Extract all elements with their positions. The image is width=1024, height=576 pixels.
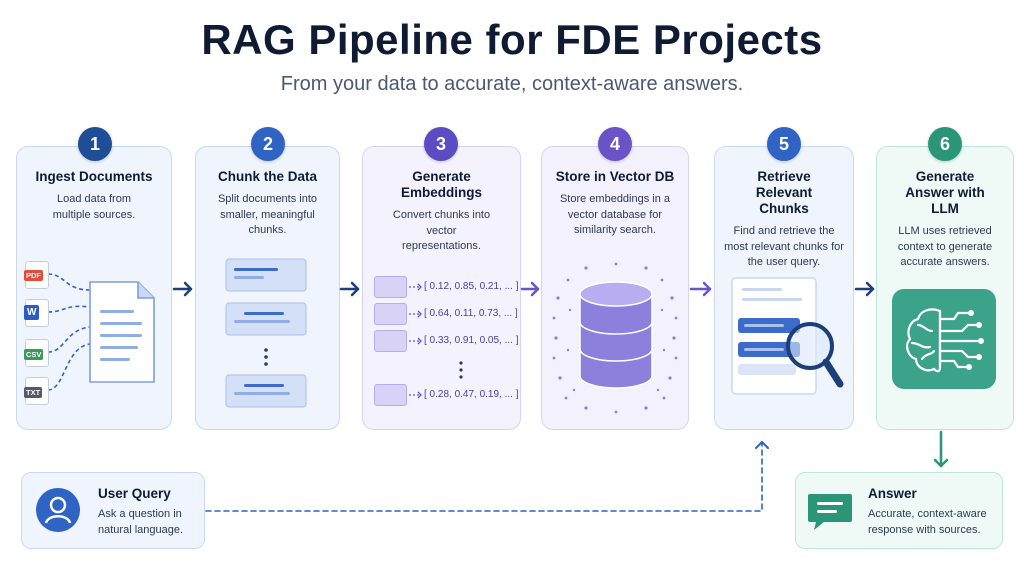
step-title: Chunk the Data	[217, 169, 317, 184]
word-file-icon: W	[24, 299, 49, 327]
pdf-file-icon: PDF	[24, 261, 49, 289]
step-description: Find and retrieve the most relevant chun…	[724, 225, 844, 268]
answer-card: Answer Accurate, context-aware response …	[795, 472, 1003, 549]
arrow-up-icon	[755, 441, 769, 449]
step-title: Retrieve Relevant Chunks	[755, 169, 813, 216]
step-description: Load data from multiple sources.	[52, 193, 136, 221]
arrow-right-icon	[520, 281, 540, 297]
embedding-block	[374, 330, 407, 352]
csv-file-icon: CSV	[24, 339, 49, 367]
step-description: Split documents into smaller, meaningful…	[217, 193, 318, 236]
embedding-vector: [ 0.12, 0.85, 0.21, ... ]	[424, 281, 519, 292]
embedding-vector: [ 0.33, 0.91, 0.05, ... ]	[424, 335, 519, 346]
answer-title: Answer	[868, 486, 917, 501]
step-description: Store embeddings in a vector database fo…	[559, 193, 671, 236]
page-subtitle: From your data to accurate, context-awar…	[280, 73, 744, 95]
step-number-badge: 6	[928, 127, 962, 161]
query-connector-line	[205, 441, 763, 512]
step-title: Store in Vector DB	[555, 169, 675, 184]
document-icon	[89, 281, 155, 383]
chunk-block	[225, 302, 307, 336]
user-query-title: User Query	[98, 486, 171, 501]
step-number-badge: 3	[424, 127, 458, 161]
arrow-right-icon	[172, 281, 193, 297]
magnifier-icon	[786, 322, 844, 388]
user-query-card[interactable]: User Query Ask a question in natural lan…	[21, 472, 205, 549]
arrow-right-icon	[339, 281, 360, 297]
vertical-ellipsis-icon	[459, 361, 463, 379]
embedding-block	[374, 303, 407, 325]
step-description: LLM uses retrieved context to generate a…	[897, 225, 993, 268]
step-number-badge: 2	[251, 127, 285, 161]
answer-description: Accurate, context-aware response with so…	[868, 508, 987, 536]
txt-file-icon: TXT	[24, 377, 49, 405]
ingest-illustration	[47, 273, 155, 391]
step-number-badge: 1	[78, 127, 112, 161]
step-number-badge: 5	[767, 127, 801, 161]
user-icon	[36, 488, 80, 532]
chunk-block	[225, 374, 307, 408]
step-title: Ingest Documents	[35, 169, 153, 184]
embedding-vector: [ 0.64, 0.11, 0.73, ... ]	[424, 308, 518, 319]
retrieve-illustration	[731, 277, 844, 395]
page-title: RAG Pipeline for FDE Projects	[201, 16, 823, 63]
embedding-vector: [ 0.28, 0.47, 0.19, ... ]	[424, 389, 519, 400]
chunks-illustration	[225, 258, 307, 408]
database-icon	[552, 262, 678, 414]
chat-bubble-icon	[808, 494, 852, 530]
arrow-right-icon	[854, 281, 875, 297]
step-description: Convert chunks into vector representatio…	[392, 209, 491, 252]
user-query-description: Ask a question in natural language.	[98, 508, 184, 536]
llm-brain-icon	[892, 289, 996, 389]
chunk-block	[225, 258, 307, 292]
arrow-right-icon	[689, 281, 712, 297]
embedding-block	[374, 384, 407, 406]
embedding-block	[374, 276, 407, 298]
arrow-down-icon	[933, 430, 949, 468]
step-title: Generate Embeddings	[400, 169, 482, 200]
step-number-badge: 4	[598, 127, 632, 161]
embedding-arrows	[409, 283, 422, 399]
step-title: Generate Answer with LLM	[905, 169, 985, 216]
